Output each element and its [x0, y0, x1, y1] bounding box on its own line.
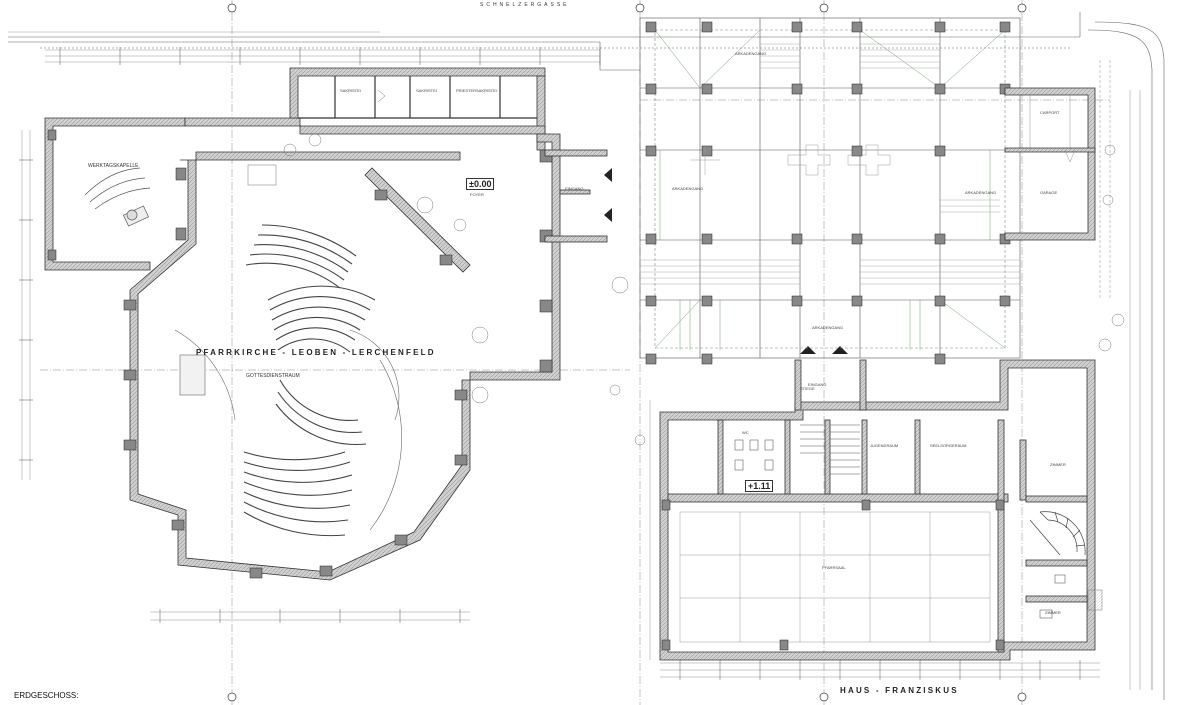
dimension-ticks — [19, 47, 1081, 680]
room-carport: CARPORT — [1040, 110, 1060, 115]
chapel-seating — [84, 167, 151, 227]
church-walls — [44, 67, 561, 581]
room-counsel: SEELSORGERAUM — [930, 443, 967, 448]
house-level-marker: +1.11 — [745, 480, 774, 492]
street-name: SCHNELZERGASSE — [480, 2, 570, 8]
lobby-walls — [544, 149, 608, 243]
room-priest-sacristy: PRIESTERSAKRISTEI — [456, 88, 497, 93]
church-title: PFARRKIRCHE - LEOBEN - LERCHENFELD — [196, 348, 436, 357]
room-garage: GARAGE — [1040, 190, 1058, 195]
room-entrance-main: EINGANG — [808, 382, 827, 387]
annex-fixtures — [247, 89, 489, 404]
room-arcade-2: ARKADENGANG — [672, 186, 704, 191]
room-entrance-left: EINGANG — [565, 186, 584, 191]
house-walls — [659, 359, 1096, 661]
room-stair: STIEGE — [800, 386, 815, 391]
site-details — [609, 144, 1125, 611]
room-zimmer-1: ZIMMER — [1050, 462, 1066, 467]
room-hall: PFARRSAAL — [822, 565, 846, 570]
presbytery-arc — [174, 329, 403, 531]
garage-walls — [1004, 87, 1096, 241]
hall-grid — [679, 511, 991, 643]
room-arcade-4: ARKADENGANG — [812, 325, 844, 330]
arcade-green-lines — [654, 29, 1006, 350]
room-worship: GOTTESDIENSTRAUM — [246, 373, 300, 379]
room-sacristy-2: SAKRISTEI — [416, 88, 437, 93]
arcade-outline — [639, 17, 1021, 359]
church-columns — [47, 129, 553, 579]
room-wc: WC — [742, 430, 749, 435]
room-zimmer-2: ZIMMER — [1045, 610, 1061, 615]
room-youth: JUGENDRAUM — [870, 443, 899, 448]
garage-lines — [1029, 60, 1111, 300]
church-pews — [243, 224, 376, 537]
room-arcade-3: ARKADENGANG — [965, 190, 997, 195]
site-boundary — [8, 12, 1165, 700]
arcade-stripes — [640, 43, 1020, 285]
dimension-lines — [21, 49, 1141, 690]
lobby-doors — [604, 168, 848, 354]
annex-internal-walls — [298, 76, 537, 119]
spiral-stair — [1029, 511, 1086, 556]
church-level-marker: ±0.00 — [466, 178, 495, 190]
wc-fixtures — [734, 439, 1066, 619]
room-arcade-1: ARKADENGANG — [735, 51, 767, 56]
courtyard-crosses — [690, 144, 891, 176]
room-weekday-chapel: WERKTAGSKAPELLE — [88, 163, 139, 169]
hall-columns — [661, 499, 1005, 651]
sheet-label: ERDGESCHOSS: — [14, 691, 79, 700]
arcade-columns — [645, 21, 1011, 365]
central-stair — [800, 424, 860, 475]
axis-markers — [227, 3, 1027, 702]
room-sacristy-1: SAKRISTEI — [340, 88, 361, 93]
building-title: HAUS - FRANZISKUS — [840, 686, 959, 695]
room-foyer: FOYER — [470, 192, 484, 197]
